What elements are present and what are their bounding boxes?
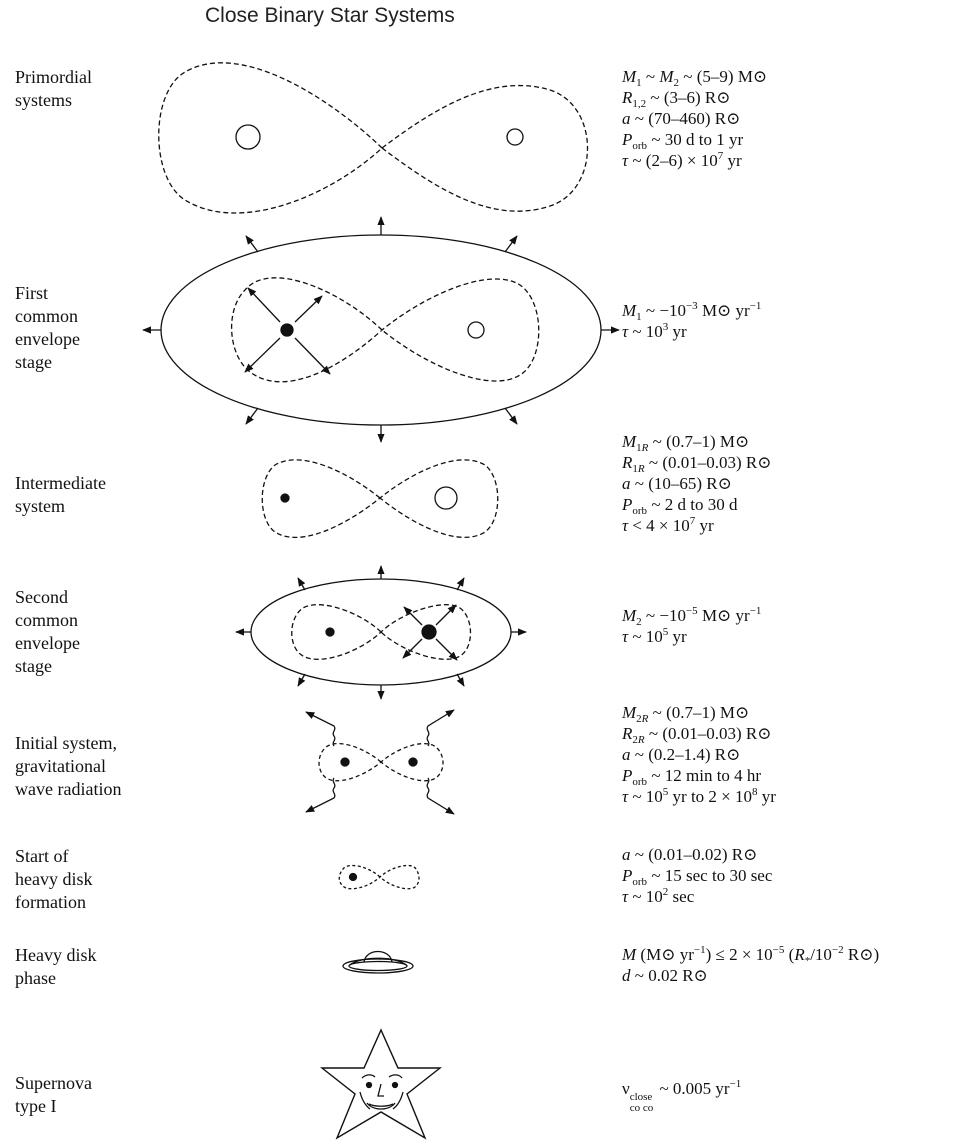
second-ce-white-dwarf xyxy=(326,628,334,636)
intermediate-companion xyxy=(435,487,457,509)
envelope-ellipse-1 xyxy=(161,235,601,425)
gw-white-dwarf-1 xyxy=(341,758,349,766)
gw-white-dwarf-2 xyxy=(409,758,417,766)
disk-start-binary xyxy=(339,866,419,889)
intermediate-white-dwarf xyxy=(281,494,289,502)
disk-start-white-dwarf xyxy=(350,874,357,881)
heavy-disk xyxy=(343,952,413,974)
primordial-star-2 xyxy=(507,129,523,145)
second-common-envelope xyxy=(236,566,526,699)
second-ce-core xyxy=(422,625,436,639)
first-common-envelope xyxy=(143,217,619,442)
gw-binary xyxy=(306,710,454,814)
first-ce-core xyxy=(281,324,293,336)
intermediate-roche-lobes xyxy=(262,460,498,538)
primordial-roche-lobes xyxy=(159,63,588,213)
smiley-face-icon xyxy=(360,1075,403,1109)
supernova-star xyxy=(322,1030,440,1138)
primordial-star-1 xyxy=(236,125,260,149)
first-ce-companion xyxy=(468,322,484,338)
